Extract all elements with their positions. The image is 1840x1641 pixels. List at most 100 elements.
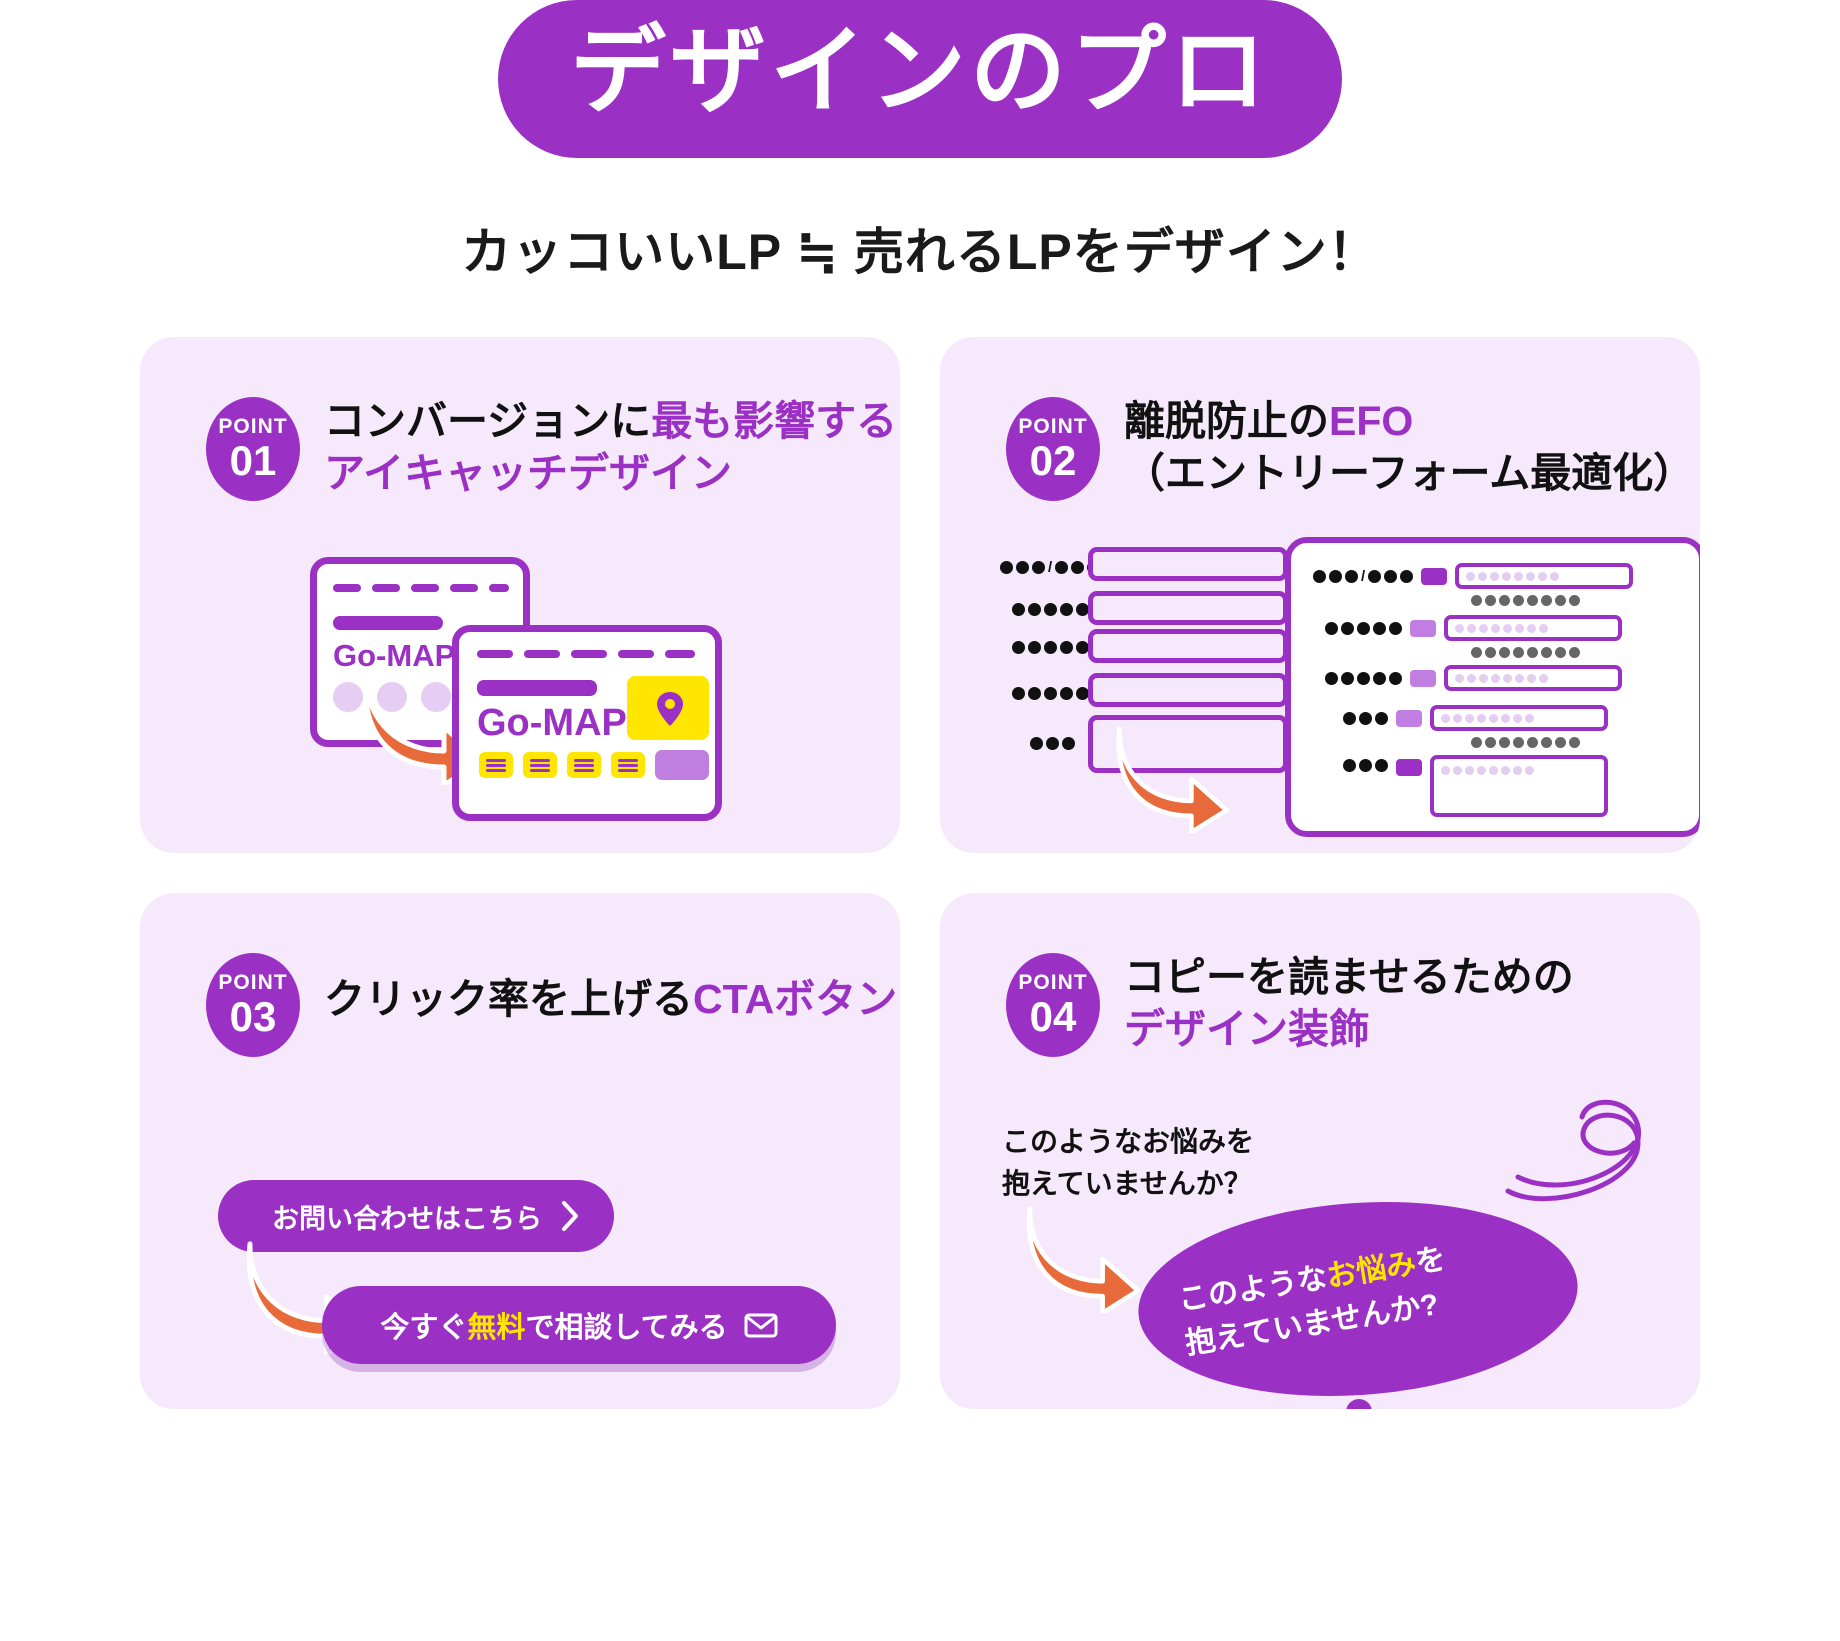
curved-arrow-icon (1026, 1206, 1141, 1313)
point-title-plain: コピーを読ませるための (1124, 954, 1574, 1000)
point-title-plain: 離脱防止の (1124, 398, 1329, 444)
speech-bubble-dot (1346, 1399, 1372, 1409)
required-tag (1396, 759, 1422, 776)
point-badge-label: POINT (1018, 970, 1088, 994)
point-header-01: POINT 01 コンバージョンに最も影響する アイキャッチデザイン (140, 337, 900, 501)
form-label-after (1343, 759, 1388, 772)
point-title-plain: コンバージョンに (324, 398, 652, 444)
point-title-04: コピーを読ませるための デザイン装飾 (1124, 951, 1574, 1055)
dash-segment (665, 650, 695, 658)
placeholder-dot (421, 682, 451, 712)
rating-chip (523, 752, 557, 778)
cta-button-highlight[interactable]: 今すぐ無料で相談してみる (322, 1286, 836, 1364)
point-badge-number: 02 (1029, 436, 1077, 484)
form-label-before (1012, 641, 1109, 654)
point-badge-label: POINT (218, 970, 288, 994)
form-textarea-after[interactable] (1430, 755, 1608, 817)
form-panel-after: / (1285, 537, 1700, 837)
point-title-line2: （エントリーフォーム最適化） (1124, 450, 1695, 496)
map-pin-icon (657, 692, 683, 726)
dash-segment (618, 650, 654, 658)
rating-chip (611, 752, 645, 778)
form-field-before[interactable] (1088, 673, 1288, 707)
form-field-before[interactable] (1088, 591, 1288, 625)
illustration-copy-decoration: このようなお悩みを 抱えていませんか？ このようなお悩みを 抱えていませんか? (940, 1093, 1700, 1409)
blob-copy-highlight: お悩み (1324, 1247, 1419, 1294)
cta-button-plain[interactable]: お問い合わせはこちら (218, 1180, 614, 1252)
cta-suffix: で相談してみる (525, 1312, 728, 1344)
illustration-browser-windows: Go-MAP (140, 547, 900, 853)
form-row-after: / (1313, 563, 1634, 589)
point-title-accent-line2: アイキャッチデザイン (324, 450, 732, 496)
form-label-after (1343, 711, 1388, 725)
rating-chip (479, 752, 513, 778)
point-badge-03: POINT 03 (206, 953, 300, 1057)
form-row-after (1325, 665, 1622, 691)
point-badge-number: 04 (1029, 992, 1077, 1040)
point-card-03: POINT 03 クリック率を上げるCTAボタン お問い合わせはこちら 今すぐ無… (140, 893, 900, 1409)
point-title-03: クリック率を上げるCTAボタン (324, 973, 897, 1025)
page-title: デザインのプロ (570, 18, 1270, 125)
form-input-after[interactable] (1444, 615, 1622, 641)
optional-tag (1410, 669, 1436, 687)
placeholder-dot (377, 682, 407, 712)
point-title-plain: クリック率を上げる (324, 976, 693, 1022)
form-row-after (1343, 705, 1608, 731)
window-heading-bar (477, 680, 597, 696)
points-grid: POINT 01 コンバージョンに最も影響する アイキャッチデザイン Go-MA (10, 337, 1830, 1409)
mail-icon (744, 1313, 778, 1338)
point-card-01: POINT 01 コンバージョンに最も影響する アイキャッチデザイン Go-MA (140, 337, 900, 853)
form-label-after (1325, 621, 1402, 635)
plain-copy-line1: このようなお悩みを (1002, 1126, 1255, 1157)
chevron-right-icon (562, 1201, 578, 1231)
dash-segment (571, 650, 607, 658)
point-title-01: コンバージョンに最も影響する アイキャッチデザイン (324, 395, 897, 499)
form-input-after[interactable] (1430, 705, 1608, 731)
point-title-accent: EFO (1329, 398, 1414, 444)
point-title-accent-line2: デザイン装飾 (1124, 1006, 1370, 1052)
point-card-02: POINT 02 離脱防止のEFO （エントリーフォーム最適化） / (940, 337, 1700, 853)
cta-prefix: 今すぐ (380, 1312, 468, 1344)
form-field-before[interactable] (1088, 547, 1288, 581)
cta-placeholder-button[interactable] (655, 750, 709, 780)
optional-tag (1396, 709, 1422, 727)
point-badge-label: POINT (1018, 414, 1088, 438)
point-badge-label: POINT (218, 414, 288, 438)
point-badge-01: POINT 01 (206, 397, 300, 501)
form-label-before: / (1000, 559, 1101, 576)
dash-segment (524, 650, 560, 658)
browser-window-front: Go-MAP (452, 625, 722, 821)
point-badge-02: POINT 02 (1006, 397, 1100, 501)
dash-segment (489, 584, 509, 592)
plain-copy-line2: 抱えていませんか？ (1002, 1168, 1252, 1199)
cta-highlight: 無料 (467, 1312, 526, 1344)
point-header-02: POINT 02 離脱防止のEFO （エントリーフォーム最適化） (940, 337, 1700, 501)
form-input-after[interactable] (1444, 665, 1622, 691)
page-subtitle: カッコいいLP ≒ 売れるLPをデザイン！ (461, 224, 1379, 280)
placeholder-dot (333, 682, 363, 712)
form-input-after[interactable] (1455, 563, 1634, 589)
plain-copy-text: このようなお悩みを 抱えていませんか？ (1002, 1121, 1254, 1205)
rating-chip (567, 752, 601, 778)
point-title-02: 離脱防止のEFO （エントリーフォーム最適化） (1124, 395, 1694, 499)
illustration-cta-buttons: お問い合わせはこちら 今すぐ無料で相談してみる (140, 1108, 900, 1408)
form-row-after (1325, 615, 1622, 641)
brand-text-back: Go-MAP (333, 638, 456, 673)
point-header-03: POINT 03 クリック率を上げるCTAボタン (140, 893, 900, 1057)
page-header: デザインのプロ カッコいいLP ≒ 売れるLPをデザイン！ (0, 0, 1840, 284)
curved-arrow-icon (1116, 726, 1229, 833)
form-label-after: / (1313, 568, 1414, 585)
form-field-before[interactable] (1088, 629, 1288, 663)
helper-text (1471, 737, 1580, 748)
point-badge-number: 03 (229, 992, 277, 1040)
dash-segment (450, 584, 478, 592)
illustration-form-optimization: / (940, 537, 1700, 853)
dash-segment (372, 584, 400, 592)
window-dash-row (477, 650, 695, 658)
dash-segment (411, 584, 439, 592)
point-card-04: POINT 04 コピーを読ませるための デザイン装飾 このようなお悩みを 抱え… (940, 893, 1700, 1409)
required-tag (1421, 567, 1448, 585)
helper-text (1471, 647, 1580, 658)
spiral-squiggle-decoration-icon (1505, 1099, 1641, 1202)
optional-tag (1410, 619, 1436, 637)
